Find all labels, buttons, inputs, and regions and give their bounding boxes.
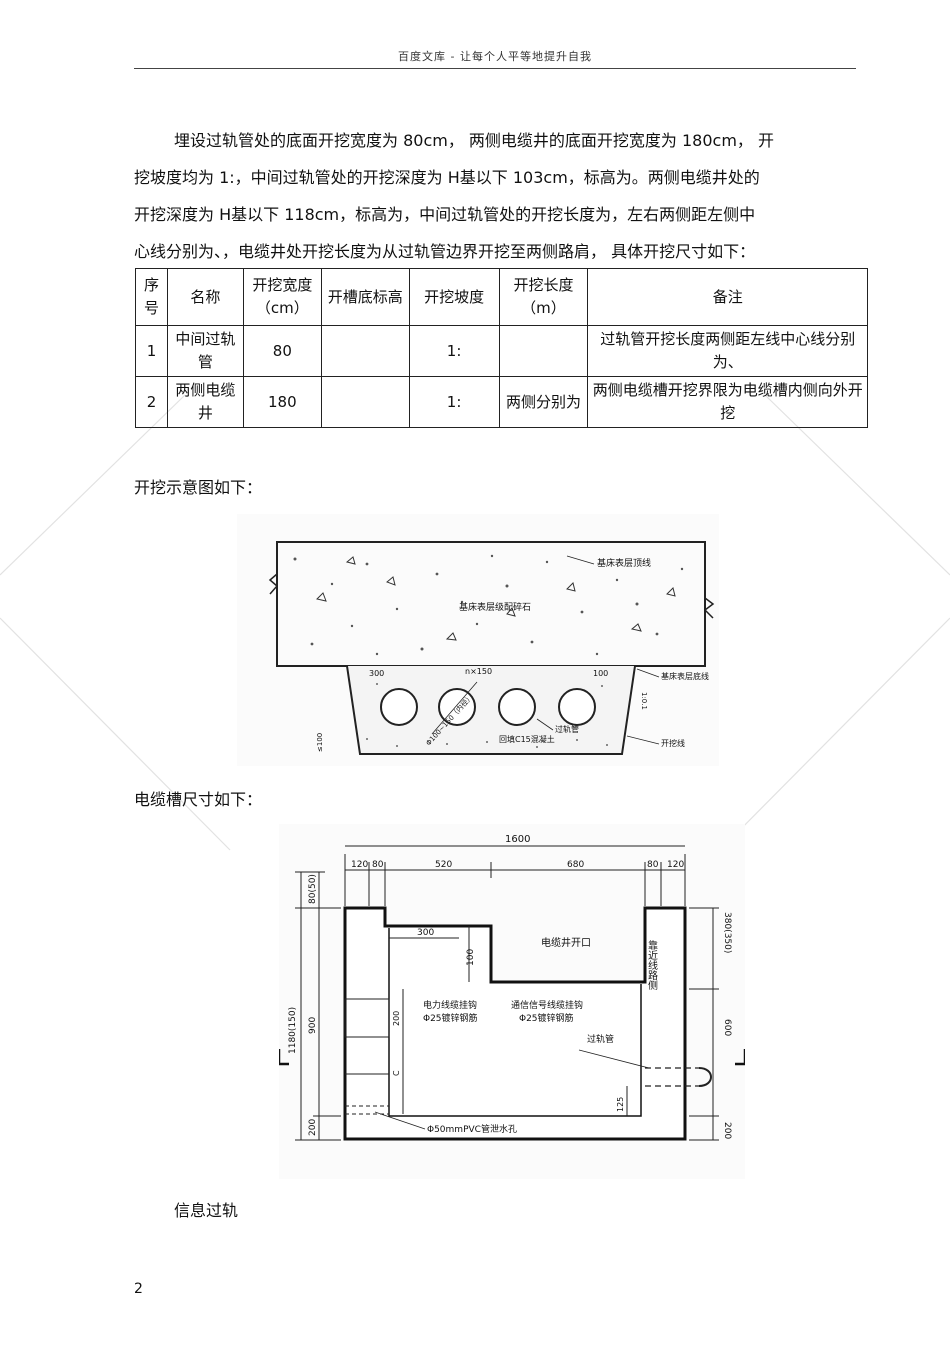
table-cell: 两侧电缆槽开挖界限为电缆槽内侧向外开挖: [587, 376, 868, 428]
table-cell: 1:: [408, 325, 500, 377]
label-bottom-line: 基床表层底线: [661, 671, 709, 681]
intro-line-2: 挖坡度均为 1:，中间过轨管处的开挖深度为 H基以下 103cm，标高为。两侧电…: [134, 168, 760, 187]
table-header-cell: 序号: [135, 268, 168, 326]
dim-top-5: 80: [647, 860, 659, 870]
dim-slope: 1:0.1: [640, 692, 648, 710]
table-row: 1 中间过轨管 80 1: 过轨管开挖长度两侧距左线中心线分别为、: [135, 325, 868, 377]
label-side: 靠近线路侧: [646, 939, 658, 991]
table-cell: 1:: [408, 376, 500, 428]
label-ballast: 基床表层级配碎石: [459, 601, 531, 613]
excavation-table: 序号 名称 开挖宽度（cm） 开槽底标高 开挖坡度 开挖长度（m） 备注 1 中…: [135, 268, 868, 428]
table-cell: 过轨管开挖长度两侧距左线中心线分别为、: [587, 325, 868, 377]
table-header-row: 序号 名称 开挖宽度（cm） 开槽底标高 开挖坡度 开挖长度（m） 备注: [135, 268, 868, 326]
table-cell: [320, 376, 410, 428]
dim-left-outer: 1180(150): [288, 1007, 298, 1054]
page-header: 百度文库 - 让每个人平等地提升自我: [134, 48, 856, 69]
intro-paragraph: 埋设过轨管处的底面开挖宽度为 80cm， 两侧电缆井的底面开挖宽度为 180cm…: [134, 122, 864, 270]
dim-right-b: 600: [722, 1019, 732, 1036]
label-top-line: 基床表层顶线: [597, 557, 651, 569]
table-cell: 80: [242, 325, 322, 377]
table-cell: 180: [242, 376, 322, 428]
table-header-cell: 开挖长度（m）: [498, 268, 589, 326]
table-header-cell: 名称: [166, 268, 244, 326]
dim-inner-c: C: [392, 1070, 401, 1076]
dim-left-c: 200: [308, 1119, 318, 1136]
label-signal: 通信信号线缆挂钩: [511, 999, 583, 1011]
label-signal-spec: Φ25镀锌钢筋: [519, 1012, 574, 1024]
caption-cable-trough: 电缆槽尺寸如下：: [134, 790, 263, 809]
label-opening: 电缆井开口: [541, 936, 591, 949]
dim-top-2: 80: [372, 860, 384, 870]
section-heading: 信息过轨: [174, 1201, 239, 1220]
table-cell: 2: [135, 376, 168, 428]
table-cell: 中间过轨管: [166, 325, 244, 377]
caption-excavation: 开挖示意图如下：: [134, 478, 263, 497]
dim-right: 100: [593, 669, 608, 678]
excavation-diagram: 基床表层顶线 基床表层级配碎石 Φ100~150（内径） 300 n×150 1…: [237, 514, 719, 766]
table-cell: 1: [135, 325, 168, 377]
table-cell: [498, 325, 589, 377]
dim-left-a: 80(50): [308, 874, 318, 904]
table-cell: 两侧分别为: [498, 376, 589, 428]
table-cell: 两侧电缆井: [166, 376, 244, 428]
dim-depth: ≤100: [316, 733, 324, 752]
dim-total-width: 1600: [505, 834, 530, 845]
label-power: 电力线缆挂钩: [423, 999, 477, 1011]
label-pipe: 过轨管: [555, 724, 579, 734]
label-cut-line: 开挖线: [661, 738, 685, 748]
intro-line-1: 埋设过轨管处的底面开挖宽度为 80cm， 两侧电缆井的底面开挖宽度为 180cm…: [174, 131, 775, 150]
dim-inner-125: 125: [616, 1097, 625, 1112]
label-power-spec: Φ25镀锌钢筋: [423, 1012, 478, 1024]
dim-left: 300: [369, 669, 384, 678]
dim-spacing: n×150: [465, 667, 492, 676]
dim-right-c: 200: [722, 1122, 732, 1139]
dim-right-a: 380(350): [722, 912, 732, 953]
dim-inner-100: 100: [466, 949, 476, 966]
label-drain: Φ50mmPVC管泄水孔: [427, 1123, 517, 1135]
table-header-cell: 开挖坡度: [408, 268, 500, 326]
intro-line-3: 开挖深度为 H基以下 118cm，标高为，中间过轨管处的开挖长度为，左右两侧距左…: [134, 205, 756, 224]
label-fill: 回填C15混凝土: [499, 734, 555, 744]
dim-top-1: 120: [351, 860, 368, 870]
table-header-cell: 开挖宽度（cm）: [242, 268, 322, 326]
page-number: 2: [134, 1281, 143, 1297]
table-header-cell: 开槽底标高: [320, 268, 410, 326]
dim-inner-300: 300: [417, 928, 434, 938]
table-header-cell: 备注: [587, 268, 868, 326]
dim-top-4: 680: [567, 860, 584, 870]
dim-inner-200: 200: [392, 1011, 401, 1026]
cable-trough-diagram: 1600 120 80 520 680 80 120 1180(150) 80(…: [279, 824, 745, 1179]
table-row: 2 两侧电缆井 180 1: 两侧分别为 两侧电缆槽开挖界限为电缆槽内侧向外开挖: [135, 376, 868, 428]
table-cell: [320, 325, 410, 377]
dim-top-3: 520: [435, 860, 452, 870]
intro-line-4: 心线分别为、，电缆井处开挖长度为从过轨管边界开挖至两侧路肩， 具体开挖尺寸如下：: [134, 242, 756, 261]
dim-top-6: 120: [667, 860, 684, 870]
dim-left-b: 900: [308, 1017, 318, 1034]
label-pipe: 过轨管: [587, 1033, 614, 1045]
